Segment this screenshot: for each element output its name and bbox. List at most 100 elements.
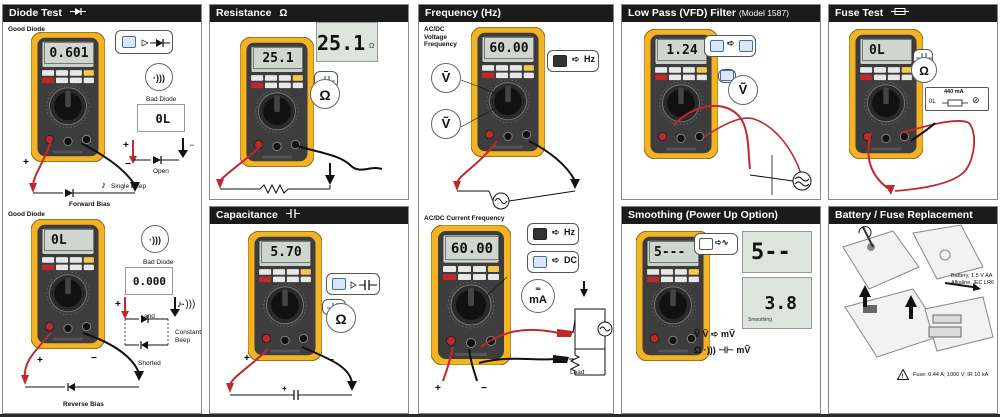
capacitor-icon xyxy=(350,280,377,290)
voltage-modes-icon: Ṽ V̄ ➪ mV̄ xyxy=(694,329,736,339)
svg-text:−: − xyxy=(189,140,194,150)
svg-text:−: − xyxy=(91,353,97,364)
no-beep-icon: ⊘ xyxy=(972,95,980,105)
panel-diode-test: Diode Test Good Diode 0.601 ·))) Bad Dio… xyxy=(2,4,202,414)
battery-replacement-illustration xyxy=(842,224,994,358)
test-leads xyxy=(216,144,383,195)
panel-frequency: Frequency (Hz) AC/DC Voltage Frequency 6… xyxy=(418,4,614,414)
large-display: 25.1 xyxy=(316,22,378,62)
panel-title: Frequency (Hz) xyxy=(419,5,613,22)
selector-switch-icon xyxy=(533,228,547,240)
panel-title-text: Resistance xyxy=(216,7,272,19)
beep-icon: ·))) xyxy=(141,225,169,253)
svg-text:!: ! xyxy=(902,374,904,380)
page-bottom-border xyxy=(0,414,1000,417)
beep-note-icon: ♪ xyxy=(101,180,106,191)
fuse-rating: 440 mA xyxy=(944,89,964,95)
forward-bias-label: Forward Bias xyxy=(69,201,111,208)
panel-title: Capacitance xyxy=(210,207,408,224)
large-display-2: 3.8 xyxy=(742,277,812,329)
panel-title: Battery / Fuse Replacement xyxy=(829,207,997,224)
arrow-icon: ➪ xyxy=(552,255,560,265)
good-diode-label: Good Diode xyxy=(8,26,45,33)
hz-label: Hz xyxy=(564,227,575,237)
good-diode-label: Good Diode xyxy=(8,211,45,218)
beep-note-icon: ♪·))) xyxy=(177,299,196,310)
panel-fuse-test: Fuse Test 0L Ω 440 mA 0L ⊘ xyxy=(828,4,998,200)
smoothing-callout: ➪∿ xyxy=(694,233,738,255)
panel-title: Smoothing (Power Up Option) xyxy=(622,207,820,224)
ohm-icon: Ω xyxy=(911,57,937,83)
fuse-spec: Fuse: 0.44 A; 1000 V; IR 10 kA xyxy=(913,372,989,378)
hz-icon: ➪ xyxy=(572,54,580,64)
ohm-icon: Ω xyxy=(326,303,356,333)
ohm-icon: Ω xyxy=(279,8,288,19)
svg-text:−: − xyxy=(125,159,131,170)
battery-spec: Battery, 1.5 V AA Alkaline, IEC LR6 xyxy=(951,273,995,286)
panel-title-text: Fuse Test xyxy=(835,7,884,19)
ohm-modes-icon: Ω ·))) ⊣⊢ mṼ xyxy=(694,345,751,355)
arrow-icon: ➪ xyxy=(727,38,735,48)
and-label: and xyxy=(144,313,155,320)
test-leads: + − xyxy=(21,332,144,391)
selector-switch-icon xyxy=(553,55,567,67)
panel-title-text: Battery / Fuse Replacement xyxy=(835,209,973,221)
selector-switch-icon xyxy=(533,256,547,268)
ohm-icon: Ω xyxy=(310,79,340,109)
test-leads xyxy=(673,105,812,195)
svg-text:+: + xyxy=(282,384,287,393)
selector-switch-icon xyxy=(122,36,136,48)
svg-text:+: + xyxy=(115,299,121,310)
test-leads xyxy=(867,120,976,195)
fuse-legend-reading: 0L xyxy=(929,99,936,105)
capacitor-icon xyxy=(285,209,300,218)
panel-title-text: Capacitance xyxy=(216,209,278,221)
switch-callout: ➪ DC xyxy=(527,251,579,273)
switch-callout xyxy=(326,273,380,295)
meter-display: 5--- xyxy=(649,241,699,263)
svg-text:+: + xyxy=(123,140,129,151)
selector-switch-icon xyxy=(699,238,713,250)
meter-display: 0.601 xyxy=(44,42,94,64)
panel-smoothing: Smoothing (Power Up Option) 5--- ➪∿ 5---… xyxy=(621,206,821,414)
bad-diode-display: 0.000 xyxy=(125,267,173,295)
shorted-circuit-diagram: + − xyxy=(115,297,184,349)
shorted-label: Shorted xyxy=(138,360,161,367)
switch-callout xyxy=(115,30,173,54)
panel-title: Resistance Ω xyxy=(210,5,408,22)
test-leads: + − + xyxy=(226,346,357,400)
svg-text:−: − xyxy=(179,299,184,309)
fuse-legend: 440 mA 0L ⊘ xyxy=(925,87,989,111)
arrow-icon: ➪ xyxy=(552,227,560,237)
switch-callout: ➪ Hz xyxy=(547,50,599,72)
dc-voltage-icon: V̄ xyxy=(431,63,461,93)
warning-icon: ! xyxy=(896,368,910,380)
panel-title: Diode Test xyxy=(3,5,201,22)
panel-low-pass-filter: Low Pass (VFD) Filter (Model 1587) 1.24 … xyxy=(621,4,821,200)
panel-title-text: Diode Test xyxy=(9,7,62,19)
beep-icon: ·))) xyxy=(145,63,173,91)
current-frequency-caption: AC/DC Current Frequency xyxy=(424,215,505,222)
fuse-icon xyxy=(942,99,968,107)
ac-voltage-icon: Ṽ xyxy=(728,75,758,105)
selector-switch-icon xyxy=(710,40,724,52)
meter-display: 25.1 xyxy=(253,47,303,69)
model-label: (Model 1587) xyxy=(738,8,789,18)
load-label: Load xyxy=(570,369,585,376)
large-display: 5--- xyxy=(742,231,812,307)
panel-capacitance: Capacitance 5.70 Ω + − + xyxy=(209,206,409,414)
switch-callout: ➪ Hz xyxy=(527,223,579,245)
current-circuit: + − xyxy=(435,276,613,394)
svg-text:+: + xyxy=(435,383,441,394)
meter-display: 0L xyxy=(862,39,912,61)
fuse-icon xyxy=(891,8,910,15)
bad-diode-label: Bad Diode xyxy=(143,259,174,266)
diode-icon xyxy=(69,8,86,15)
open-circuit-diagram: + − xyxy=(123,138,194,164)
panel-title: Fuse Test xyxy=(829,5,997,22)
panel-title: Low Pass (VFD) Filter (Model 1587) xyxy=(622,5,820,22)
filter-icon xyxy=(720,70,734,81)
panel-title-text: Low Pass (VFD) Filter xyxy=(628,7,736,19)
panel-battery-fuse-replacement: Battery / Fuse Replacement Battery, 1.5 … xyxy=(828,206,998,414)
hz-label: Hz xyxy=(584,54,595,64)
